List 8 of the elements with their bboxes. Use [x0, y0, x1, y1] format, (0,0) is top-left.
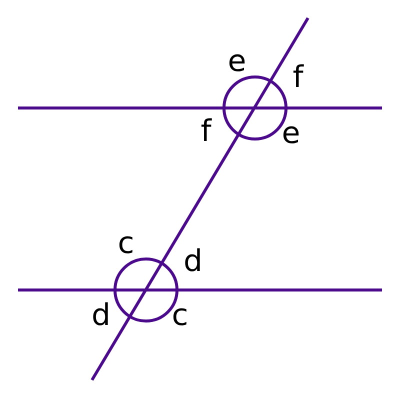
- angle-label: c: [172, 301, 188, 331]
- angle-label: e: [282, 119, 300, 149]
- angle-label: f: [200, 117, 212, 147]
- angle-label: d: [183, 247, 203, 277]
- angle-label: f: [292, 63, 304, 93]
- angle-label: e: [228, 47, 246, 77]
- angle-label: d: [91, 301, 111, 331]
- angle-label: c: [118, 229, 134, 259]
